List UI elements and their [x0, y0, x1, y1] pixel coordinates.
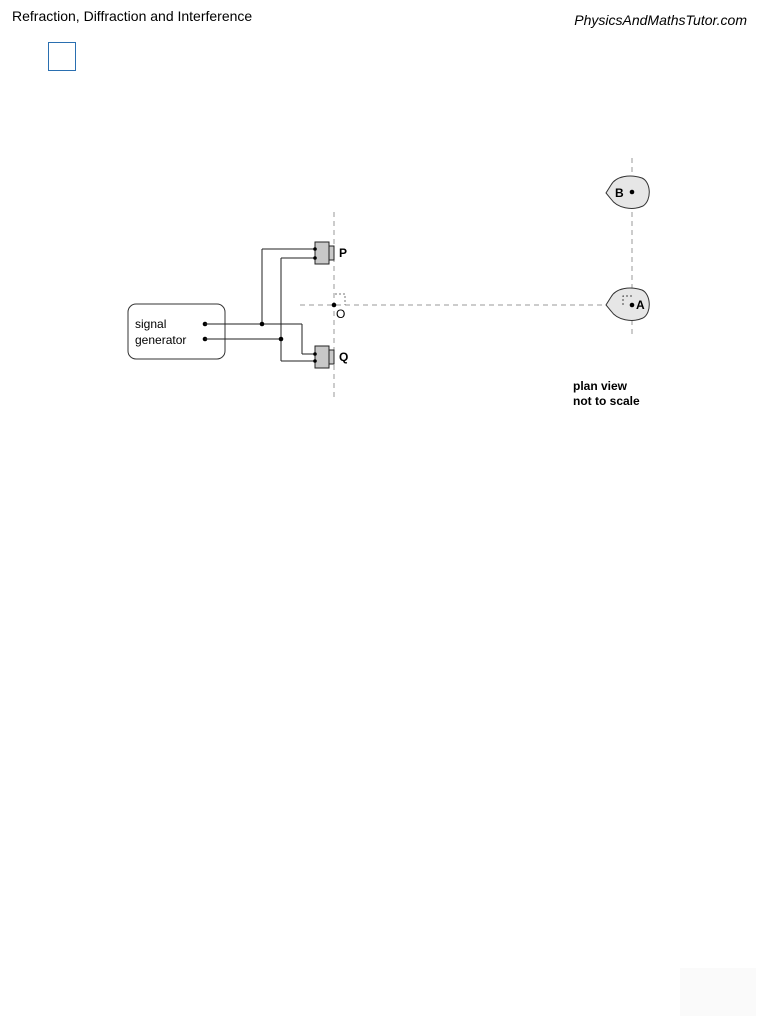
page-topic-title: Refraction, Diffraction and Interference [12, 8, 253, 24]
signal-generator-label-line2: generator [135, 333, 186, 347]
speaker-q-label: Q [339, 350, 348, 364]
speaker-p-label: P [339, 246, 347, 260]
point-b-label: B [615, 186, 624, 200]
point-a-dot [629, 302, 635, 308]
wire-junction-bottom [278, 336, 284, 342]
right-angle-marker-o [335, 293, 346, 305]
wire-junction-top [259, 321, 265, 327]
point-a-label: A [636, 298, 645, 312]
footer-shade [680, 968, 756, 1016]
signal-generator-box [127, 303, 226, 360]
answer-checkbox[interactable] [48, 42, 76, 71]
right-angle-marker-a-inner [622, 295, 632, 305]
diagram-caption-line2: not to scale [573, 394, 640, 408]
point-b-dot [629, 189, 635, 195]
speaker-p-icon [313, 241, 335, 265]
connecting-wires [205, 248, 315, 362]
source-watermark: PhysicsAndMathsTutor.com [574, 12, 747, 28]
listener-head-a [605, 287, 650, 321]
point-o-dot [331, 302, 337, 308]
point-o-label: O [336, 307, 345, 321]
dashed-reference-lines [300, 158, 633, 398]
listener-head-b [605, 175, 650, 209]
signal-generator-label-line1: signal [135, 317, 166, 331]
diagram-caption-line1: plan view [573, 379, 628, 393]
speaker-q-icon [313, 345, 335, 369]
